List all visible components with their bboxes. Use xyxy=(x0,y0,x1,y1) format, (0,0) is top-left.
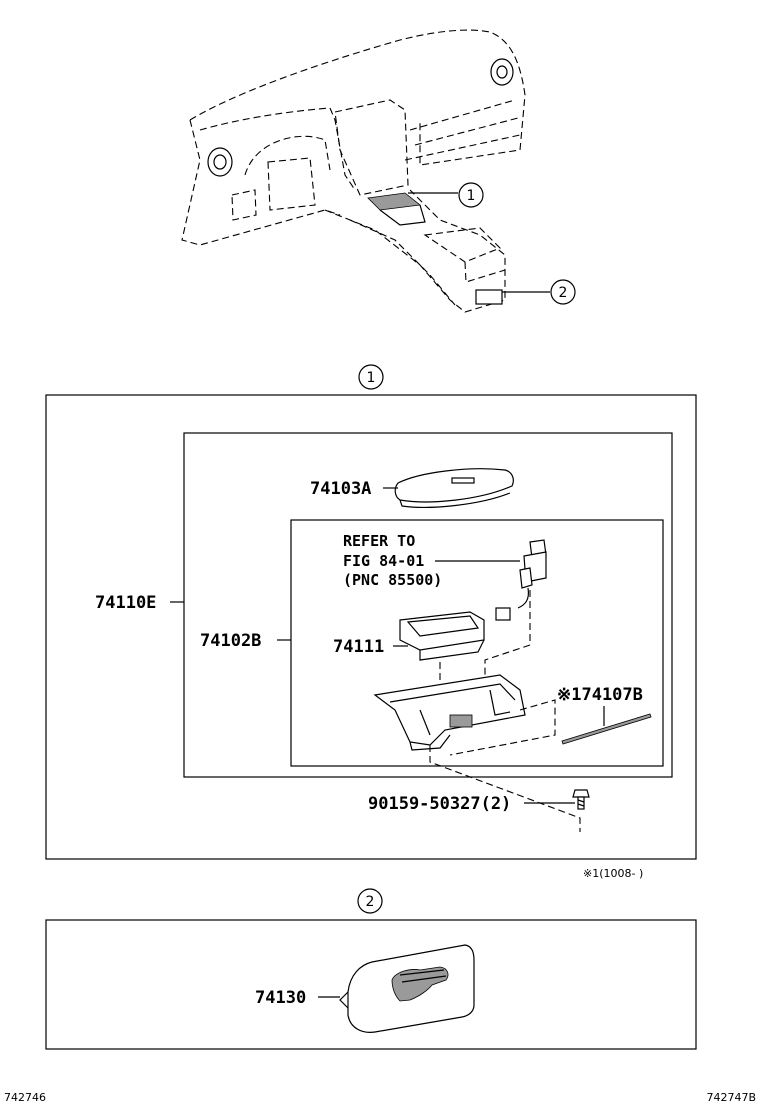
dashboard-overview: 1 2 xyxy=(181,29,576,313)
trim-strip-label: ※174107B xyxy=(557,685,643,705)
section-2: 2 74130 xyxy=(45,888,697,1050)
storage-box-part xyxy=(399,611,485,661)
screw-part xyxy=(572,789,590,810)
refer-line-2: FIG 84-01 xyxy=(343,552,424,570)
power-socket-part xyxy=(495,539,547,621)
section-1-frame xyxy=(45,394,697,860)
section-2-number-circle xyxy=(357,888,383,914)
rear-box-part xyxy=(339,944,475,1033)
callout-1-text: 1 xyxy=(467,188,476,204)
callout-2-text: 2 xyxy=(559,285,568,301)
sub-assembly-frame xyxy=(290,519,664,767)
section-1-number: 1 xyxy=(367,370,376,386)
footer-right-code: 742747B xyxy=(706,1091,756,1104)
console-bracket-part xyxy=(373,674,526,751)
sub-assembly-label: 74102B xyxy=(200,631,261,651)
storage-box-label: 74111 xyxy=(333,637,384,657)
footnote: ※1(1008- ) xyxy=(583,867,643,880)
section-1-number-circle xyxy=(358,364,384,390)
callout-1-overview xyxy=(458,182,484,208)
section-1: 1 74110E 74102B 74103A REFER TO FIG 84-0… xyxy=(45,364,697,860)
refer-line-3: (PNC 85500) xyxy=(343,571,442,589)
trim-strip-part xyxy=(561,713,652,745)
cover-label: 74103A xyxy=(310,479,371,499)
assembly-frame xyxy=(183,432,673,778)
rear-box-label: 74130 xyxy=(255,988,306,1008)
screw-label: 90159-50327(2) xyxy=(368,794,511,814)
section-2-number: 2 xyxy=(366,894,375,910)
section-2-frame xyxy=(45,919,697,1050)
refer-line-1: REFER TO xyxy=(343,532,415,550)
footer-left-code: 742746 xyxy=(4,1091,46,1104)
cover-part xyxy=(394,468,514,508)
assembly-label: 74110E xyxy=(95,593,156,613)
callout-2-overview xyxy=(550,279,576,305)
